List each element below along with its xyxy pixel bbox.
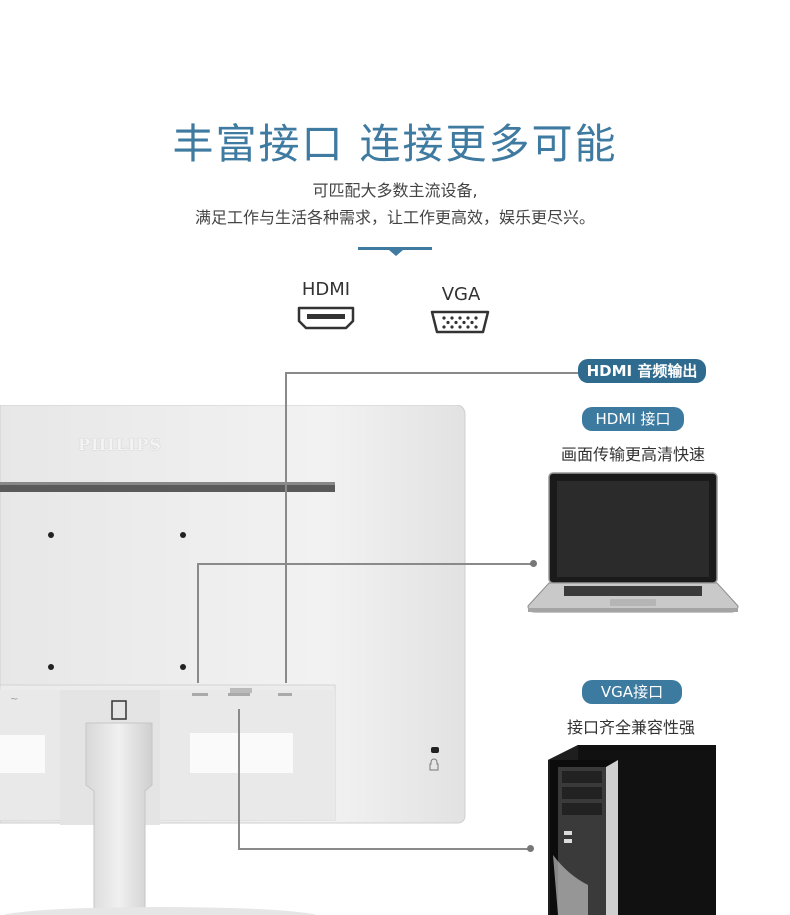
svg-text:~: ~ xyxy=(10,694,18,705)
hdmi-audio-badge: HDMI 音频输出 xyxy=(578,359,706,383)
audio-connector-line xyxy=(285,372,583,374)
vga-description: 接口齐全兼容性强 xyxy=(566,718,695,737)
brand-logo: PHILIPS xyxy=(78,435,162,454)
vga-port-icon xyxy=(429,309,491,335)
hdmi-connector-line xyxy=(197,563,532,565)
laptop-image xyxy=(526,472,740,617)
hdmi-port-badge: HDMI 接口 xyxy=(582,407,684,431)
vga-connector-line xyxy=(238,848,530,850)
desktop-tower-image xyxy=(548,745,718,915)
hdmi-port-icon xyxy=(296,305,356,331)
vga-label: VGA xyxy=(441,284,481,305)
subtitle-line-1: 可匹配大多数主流设备, xyxy=(312,181,478,200)
divider-pointer xyxy=(389,250,403,256)
vga-connector-dot xyxy=(527,845,534,852)
page-title: 丰富接口 连接更多可能 xyxy=(172,120,618,168)
vga-port-badge: VGA接口 xyxy=(582,680,682,704)
hdmi-connector-vertical xyxy=(197,563,199,683)
audio-connector-vertical xyxy=(285,372,287,683)
monitor-back: ~ xyxy=(0,405,470,915)
hdmi-description: 画面传输更高清快速 xyxy=(560,445,705,464)
title-divider xyxy=(358,247,432,250)
hdmi-connector-dot xyxy=(530,560,537,567)
hdmi-label: HDMI xyxy=(301,279,351,300)
vga-connector-vertical xyxy=(238,709,240,849)
subtitle-line-2: 满足工作与生活各种需求，让工作更高效，娱乐更尽兴。 xyxy=(194,208,595,227)
